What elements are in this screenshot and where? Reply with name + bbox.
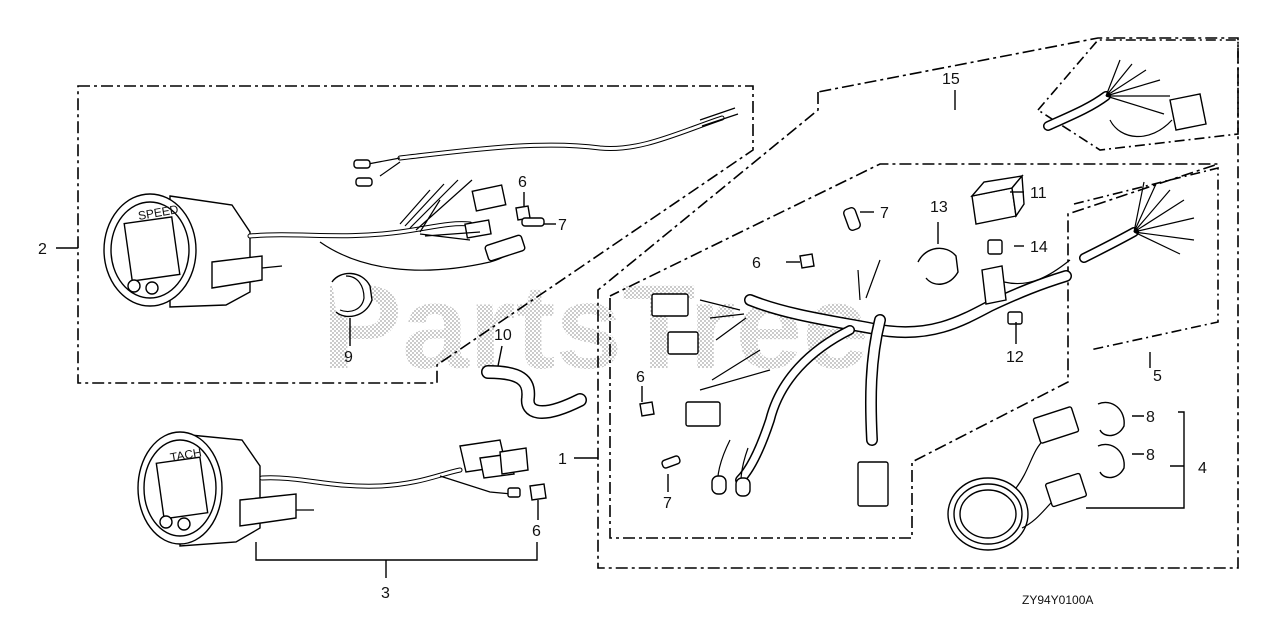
harness-pigtail-15[interactable] <box>1043 59 1207 138</box>
clamp-13[interactable] <box>917 247 959 285</box>
callout-6b: 6 <box>532 523 541 540</box>
callout-10: 10 <box>494 327 512 344</box>
connector-d <box>857 461 889 507</box>
callout-7b: 7 <box>880 205 889 222</box>
group-3-tachometer-kit: TACH <box>137 431 538 561</box>
callout-12: 12 <box>1006 349 1024 366</box>
group-15-main-harness-kit <box>597 37 1239 569</box>
callout-13: 13 <box>930 199 948 216</box>
diagram-code: ZY94Y0100A <box>1022 593 1093 607</box>
clip-8-items[interactable] <box>1097 401 1125 479</box>
callout-labels: 2 1 3 4 5 6 6 6 6 7 7 7 8 8 9 10 11 12 1… <box>38 71 1207 607</box>
callout-7c: 7 <box>663 495 672 512</box>
callout-3: 3 <box>381 585 390 602</box>
tach-face-text: TACH <box>169 445 203 464</box>
callout-6a: 6 <box>518 174 527 191</box>
callout-14: 14 <box>1030 239 1048 256</box>
relay-11[interactable] <box>970 174 1025 225</box>
group-2-speedometer-kit: SPEED <box>77 85 754 384</box>
callout-9: 9 <box>344 349 353 366</box>
callout-5: 5 <box>1153 368 1162 385</box>
callout-1: 1 <box>558 451 567 468</box>
callout-leaders <box>56 90 1185 578</box>
connector-c <box>685 401 721 427</box>
tachometer-gauge[interactable]: TACH <box>137 431 314 547</box>
wire-clamp-9[interactable] <box>331 272 373 318</box>
main-wiring-harness-1[interactable] <box>651 259 1072 507</box>
fuse-14[interactable] <box>987 239 1003 255</box>
extension-cable-4[interactable] <box>947 406 1088 551</box>
gauge-connector-terminals <box>399 179 507 241</box>
terminal-cap-7-items[interactable] <box>521 207 861 469</box>
callout-8a: 8 <box>1146 409 1155 426</box>
spare-fuse-12[interactable] <box>1007 311 1023 325</box>
hose-10[interactable] <box>481 365 587 419</box>
callout-4: 4 <box>1198 460 1207 477</box>
callout-2: 2 <box>38 241 47 258</box>
callout-6c: 6 <box>752 255 761 272</box>
callout-15: 15 <box>942 71 960 88</box>
grommet-6-items[interactable] <box>515 205 815 501</box>
callout-7a: 7 <box>558 217 567 234</box>
tach-connectors <box>439 439 529 498</box>
speedometer-gauge[interactable]: SPEED <box>103 193 283 308</box>
fuse-holder <box>981 259 1071 305</box>
callout-6d: 6 <box>636 369 645 386</box>
connector-a <box>651 293 689 317</box>
callout-11: 11 <box>1030 185 1047 202</box>
harness-pigtail-5[interactable] <box>1079 181 1195 263</box>
callout-8b: 8 <box>1146 447 1155 464</box>
connector-b <box>667 331 699 355</box>
watermark-text: PartsTree <box>322 260 869 394</box>
